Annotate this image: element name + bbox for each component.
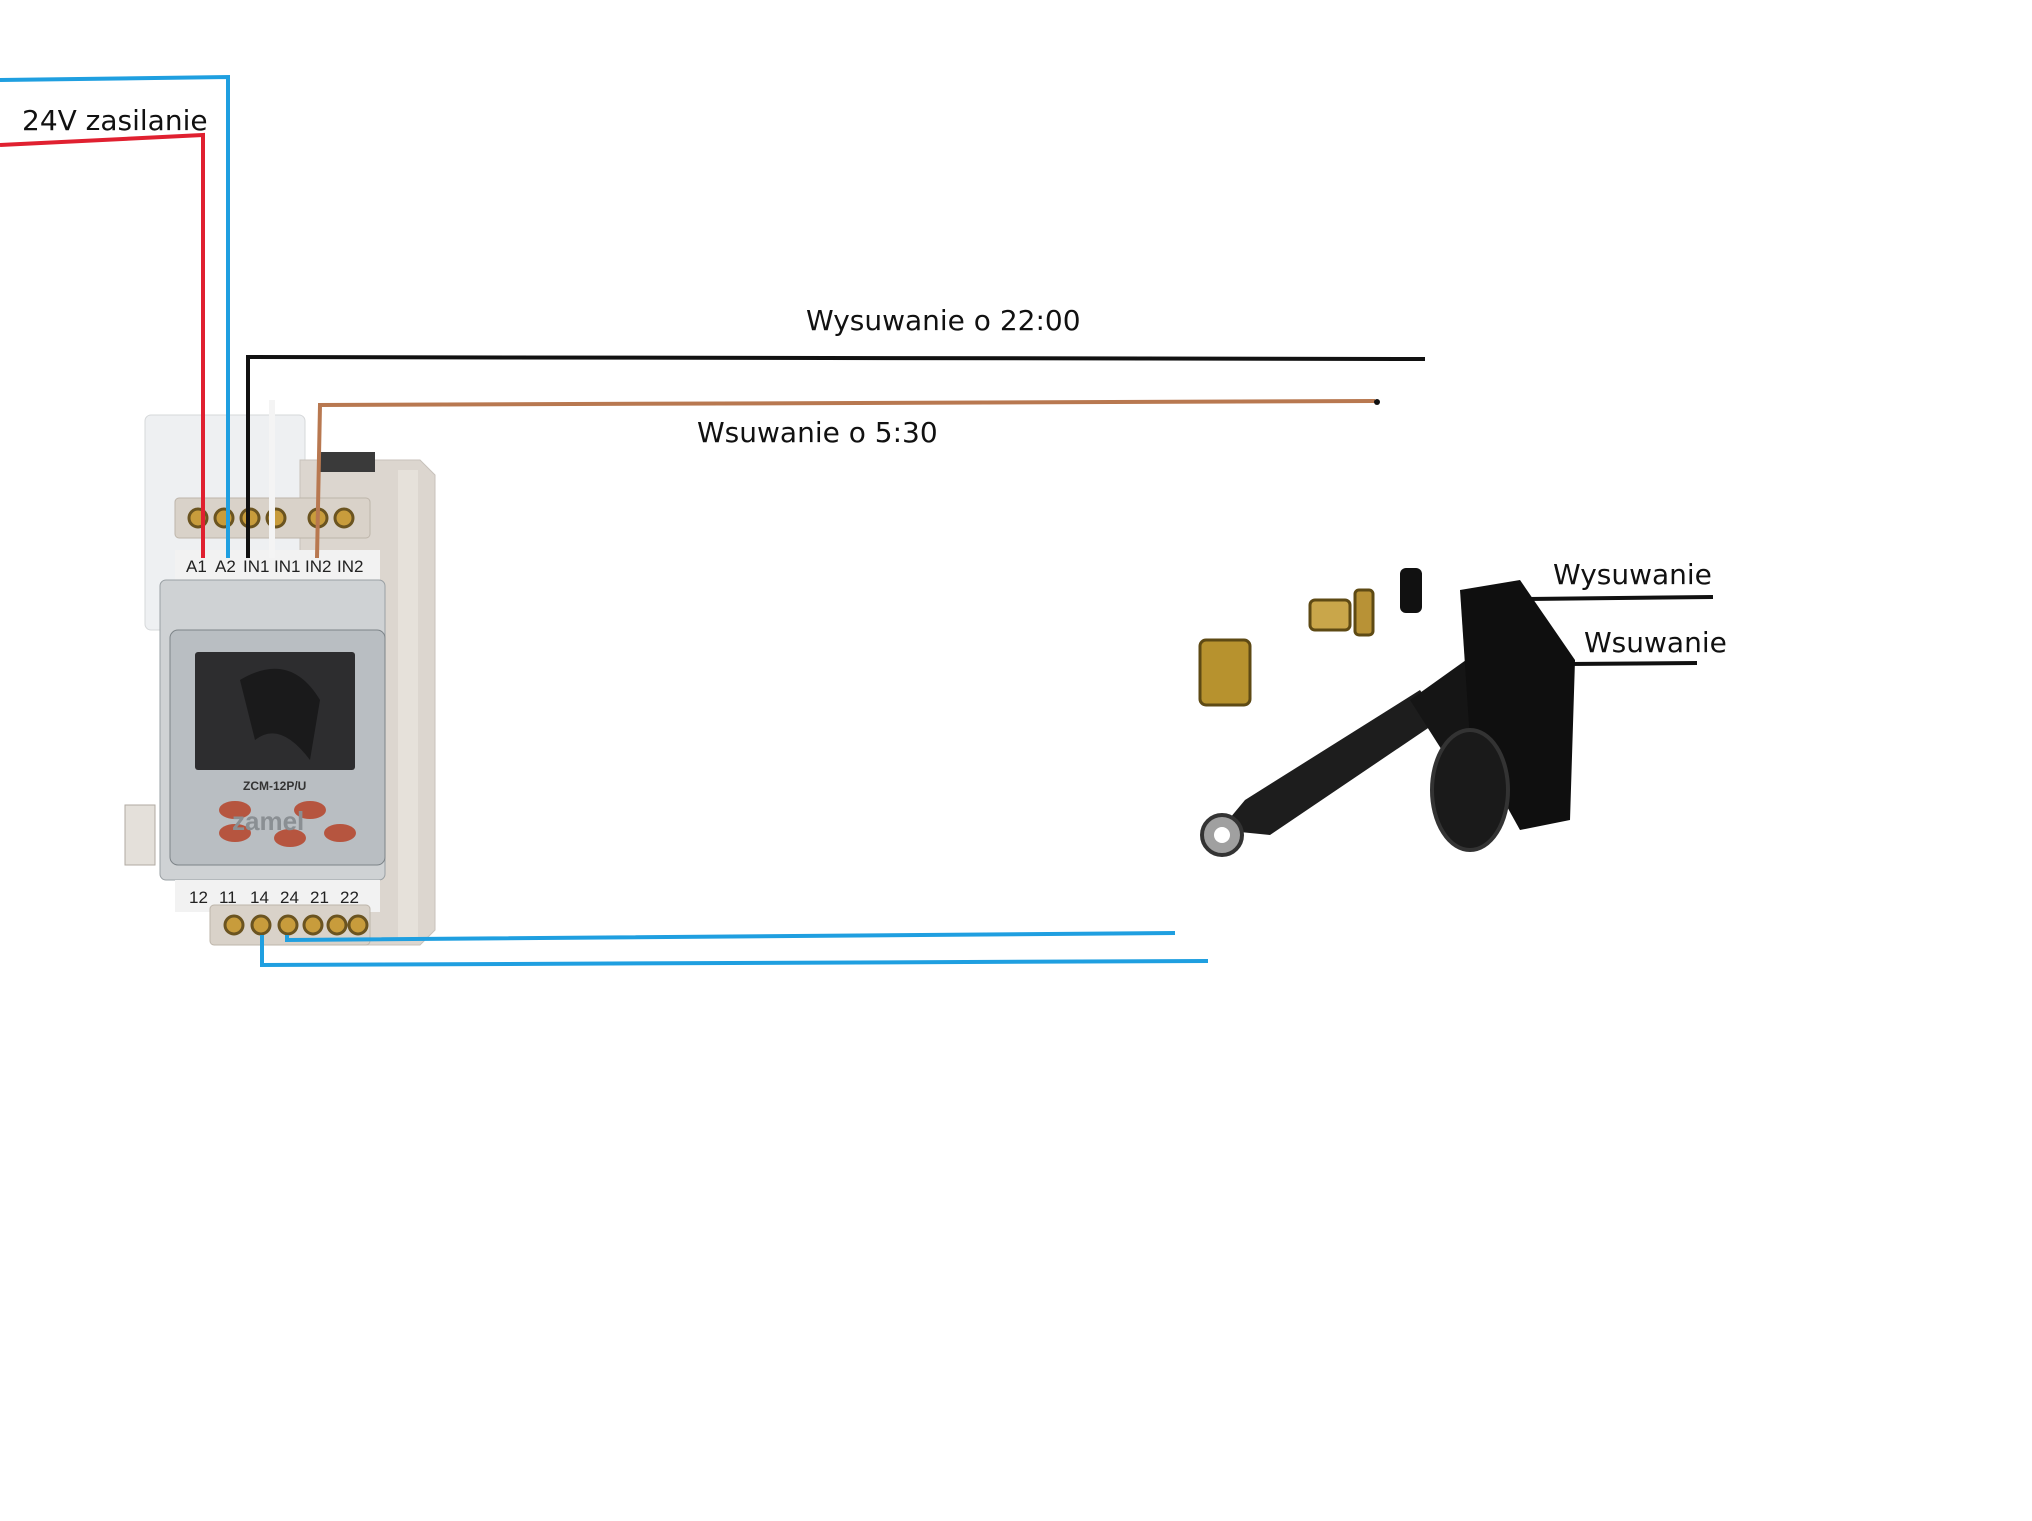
wire-power-positive [0, 132, 205, 558]
bottom-terminal-labels: 12 11 14 24 21 22 [189, 888, 359, 907]
power-label: 24V zasilanie [22, 104, 208, 137]
terminal-label-11: 11 [219, 888, 237, 907]
terminal-label-12: 12 [189, 888, 208, 907]
lcd-reflection [240, 668, 320, 760]
din-rail-timer-icon: A1 A2 IN1 IN1 IN2 IN2 ZCM-12P/U zamel 12 [124, 414, 436, 946]
rod-eye-hole [1214, 827, 1230, 843]
extend-time-label: Wysuwanie o 22:00 [806, 304, 1081, 337]
terminal-label-a1: A1 [186, 557, 207, 576]
wire-power-negative [0, 74, 230, 558]
terminal-label-in2-b: IN2 [337, 557, 363, 576]
terminal-label-in1-a: IN1 [243, 557, 269, 576]
retract-time-label: Wsuwanie o 5:30 [697, 416, 938, 449]
wire-actuator-extend [1527, 595, 1714, 601]
wire-motor-lead-a [285, 931, 1176, 943]
terminal-label-14: 14 [250, 888, 269, 907]
wire-retract-signal [315, 399, 1376, 559]
terminal-label-22: 22 [340, 888, 359, 907]
wire-extend-signal [246, 354, 1426, 558]
actuator-retract-label: Wsuwanie [1584, 626, 1727, 659]
timer-side-edge [398, 470, 418, 940]
terminal-label-a2: A2 [215, 557, 236, 576]
bottom-screws [223, 914, 369, 936]
motor-housing [1430, 728, 1510, 852]
side-connector [124, 804, 156, 866]
timer-top-clip [320, 452, 375, 472]
timer-buttons [219, 801, 356, 847]
wire-actuator-retract [1567, 661, 1698, 666]
actuator-extend-label: Wysuwanie [1553, 558, 1712, 591]
terminal-label-in1-b: IN1 [274, 557, 300, 576]
linear-actuator-icon [1198, 568, 1575, 857]
wire-end-dot [1374, 399, 1380, 405]
terminal-label-in2-a: IN2 [305, 557, 331, 576]
terminal-label-24: 24 [280, 888, 299, 907]
model-label: ZCM-12P/U [243, 779, 306, 793]
piston-rod [1220, 690, 1440, 835]
mounting-hardware [1198, 568, 1422, 707]
wire-motor-lead-b [260, 935, 1209, 968]
terminal-label-21: 21 [310, 888, 329, 907]
brand-logo: zamel [232, 806, 304, 836]
wires [0, 74, 1714, 968]
top-label-strip [175, 550, 380, 580]
top-terminal-labels: A1 A2 IN1 IN1 IN2 IN2 [186, 557, 363, 576]
